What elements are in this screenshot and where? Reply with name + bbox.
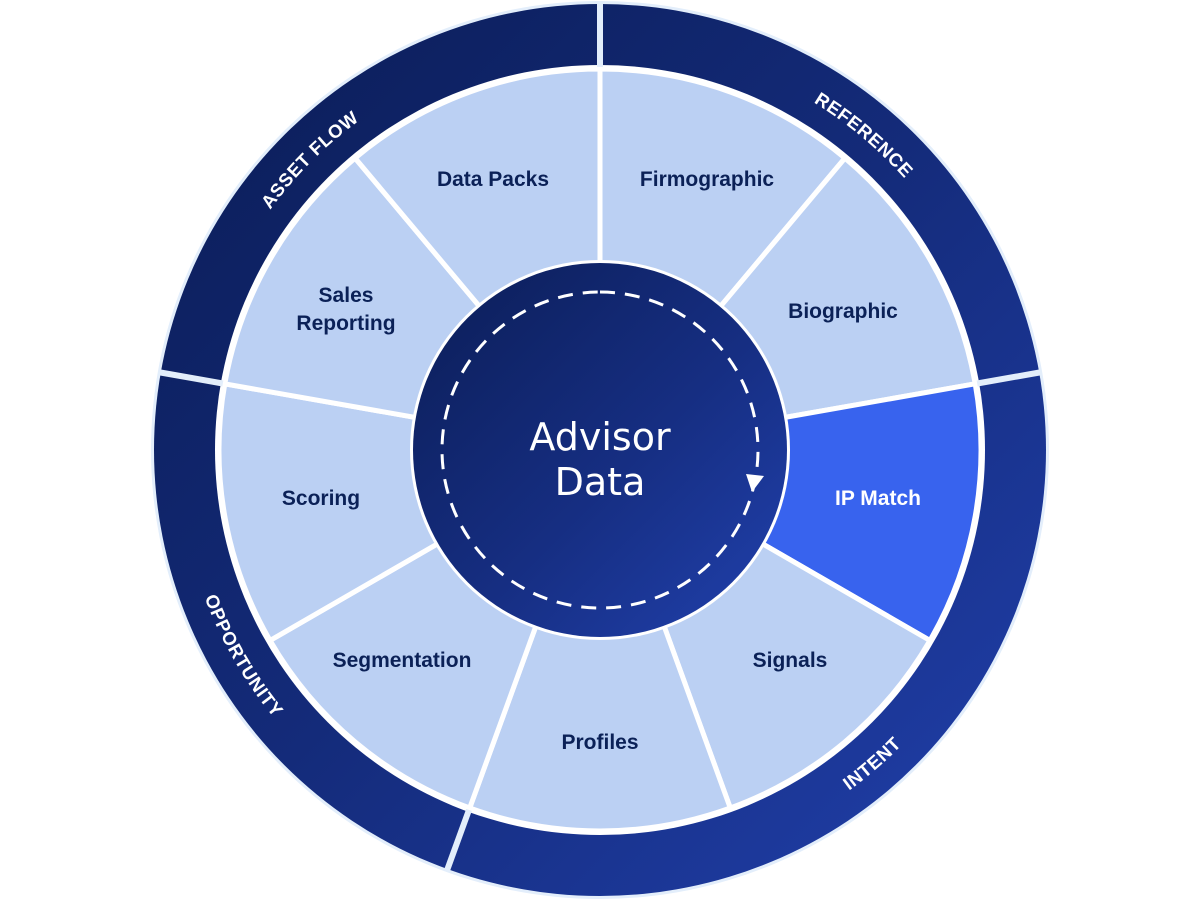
segment-label-firmographic: Firmographic bbox=[640, 168, 775, 191]
center-hub[interactable] bbox=[413, 263, 787, 637]
segment-label-profiles: Profiles bbox=[561, 731, 638, 754]
cycle-dashed-circle bbox=[440, 290, 760, 610]
category-divider-asset-flow bbox=[159, 369, 224, 387]
category-dividers bbox=[159, 3, 1041, 872]
category-divider-opportunity bbox=[444, 808, 472, 872]
category-divider-intent bbox=[976, 369, 1041, 387]
center-title-line-2: Data bbox=[555, 460, 646, 504]
segment-label-ip-match: IP Match bbox=[835, 487, 921, 510]
segment-label-segmentation: Segmentation bbox=[333, 649, 472, 672]
segment-ring bbox=[216, 66, 984, 834]
segment-label-biographic: Biographic bbox=[788, 300, 898, 323]
segment-label-sales-reporting-line-1: Sales bbox=[319, 284, 374, 307]
segment-label-sales-reporting-line-2: Reporting bbox=[296, 312, 395, 335]
center-title-line-1: Advisor bbox=[529, 415, 671, 459]
segment-label-scoring: Scoring bbox=[282, 487, 360, 510]
segment-label-data-packs: Data Packs bbox=[437, 168, 549, 191]
segment-labels: Firmographic Biographic IP Match Signals… bbox=[282, 168, 921, 754]
cycle-arrow-icon bbox=[746, 474, 764, 492]
segment-label-signals: Signals bbox=[753, 649, 828, 672]
